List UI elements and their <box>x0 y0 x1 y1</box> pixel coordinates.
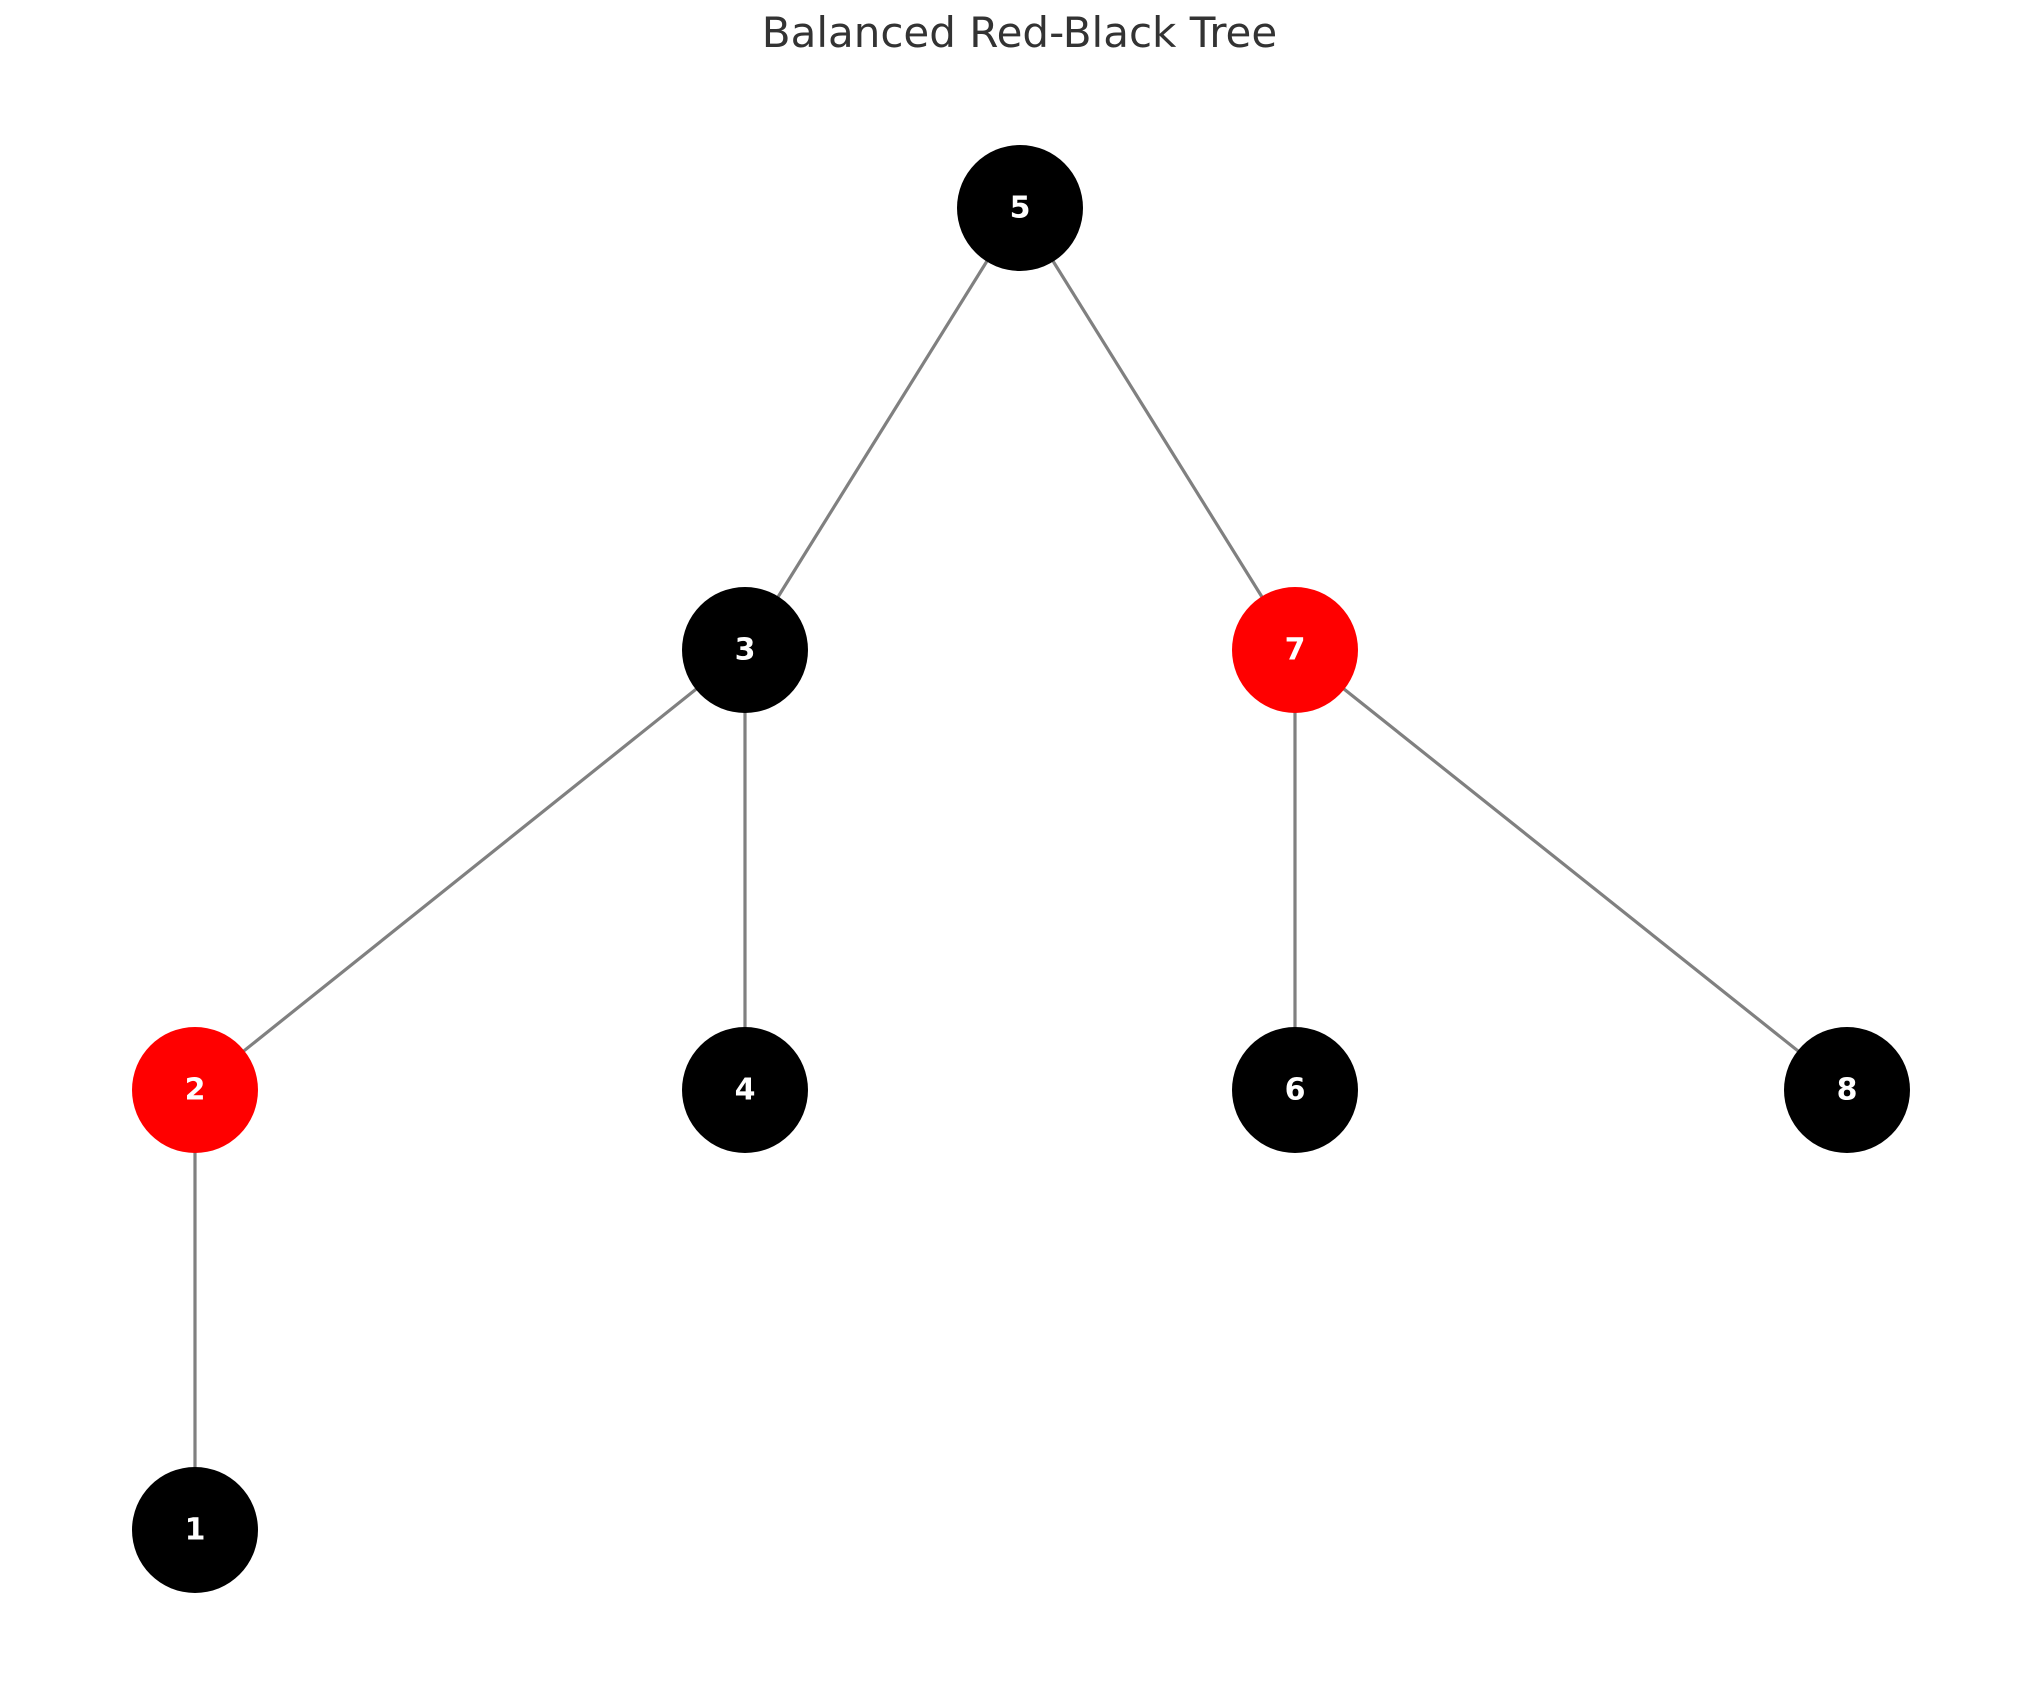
node-circle-6 <box>1232 1027 1358 1153</box>
tree-node-4: 4 <box>682 1027 808 1153</box>
node-circle-1 <box>132 1467 258 1593</box>
tree-edge-3-2 <box>194 648 746 1092</box>
tree-node-5: 5 <box>957 145 1083 271</box>
tree-edge-5-3 <box>743 207 1022 651</box>
node-label-6: 6 <box>1285 1073 1306 1108</box>
node-label-4: 4 <box>735 1073 756 1108</box>
tree-edge-5-7 <box>1018 207 1297 651</box>
node-circle-4 <box>682 1027 808 1153</box>
node-label-5: 5 <box>1010 191 1031 226</box>
tree-node-2: 2 <box>132 1027 258 1153</box>
node-label-7: 7 <box>1285 633 1306 668</box>
node-circle-7 <box>1232 587 1358 713</box>
tree-node-8: 8 <box>1784 1027 1910 1153</box>
tree-node-1: 1 <box>132 1467 258 1593</box>
tree-node-3: 3 <box>682 587 808 713</box>
node-circle-2 <box>132 1027 258 1153</box>
node-label-2: 2 <box>185 1073 206 1108</box>
node-label-1: 1 <box>185 1513 206 1548</box>
node-circle-8 <box>1784 1027 1910 1153</box>
diagram-title: Balanced Red-Black Tree <box>761 8 1278 57</box>
node-label-3: 3 <box>735 633 756 668</box>
tree-edge-7-8 <box>1294 648 1848 1092</box>
tree-node-7: 7 <box>1232 587 1358 713</box>
node-label-8: 8 <box>1837 1073 1858 1108</box>
node-circle-3 <box>682 587 808 713</box>
node-circle-5 <box>957 145 1083 271</box>
tree-node-6: 6 <box>1232 1027 1358 1153</box>
